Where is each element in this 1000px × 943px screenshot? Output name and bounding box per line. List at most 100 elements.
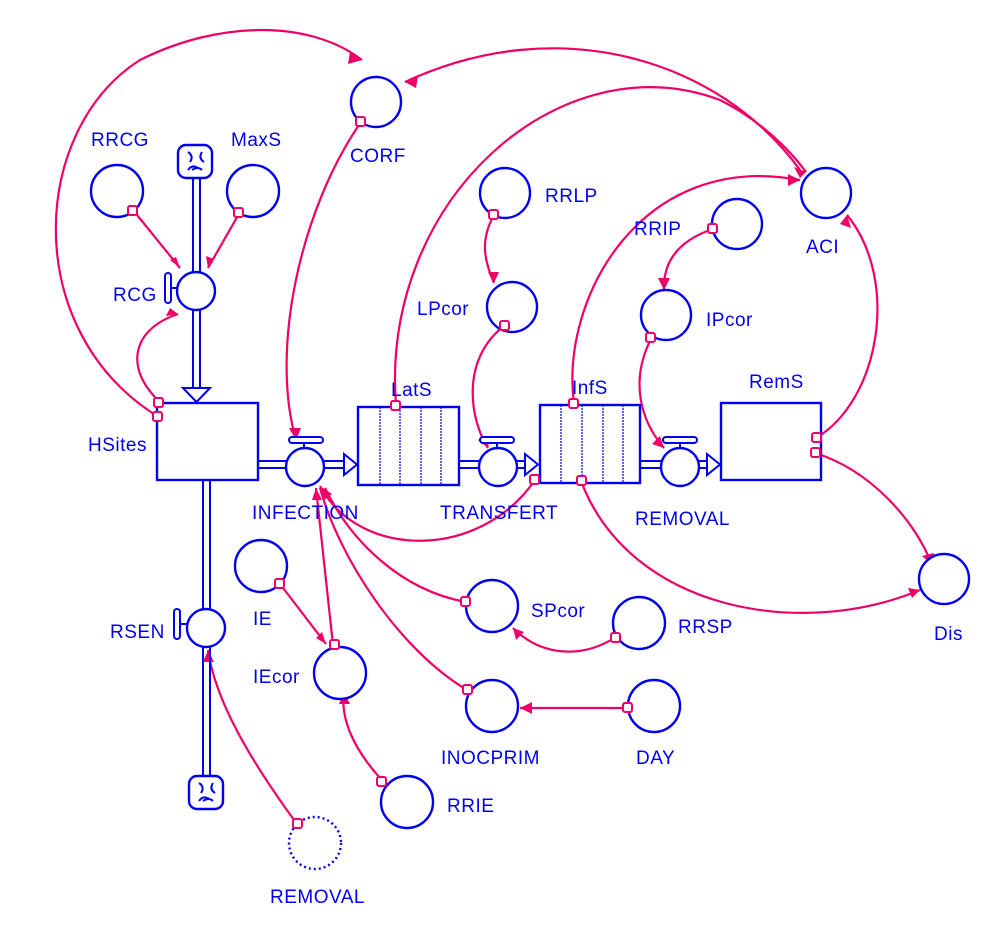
pipe-infection-arrow <box>343 451 359 478</box>
flow-label: REMOVAL <box>635 509 730 530</box>
stock-lats[interactable]: LatS <box>356 380 461 487</box>
arrowhead <box>658 278 670 290</box>
stock-infs[interactable]: InfS <box>538 378 642 485</box>
connector-tail <box>355 116 366 127</box>
arrowhead <box>203 650 214 662</box>
converter-label: RRIE <box>447 796 494 817</box>
connector-tail <box>376 776 387 787</box>
converter-ie[interactable]: IE <box>233 538 289 630</box>
arrowhead <box>652 436 664 448</box>
connector-tail <box>390 400 401 411</box>
converter-inocprim[interactable]: INOCPRIM <box>441 678 540 769</box>
flow-infection[interactable]: INFECTION <box>252 436 359 524</box>
converter-maxs[interactable]: MaxS <box>225 130 282 219</box>
converter-rrlp[interactable]: RRLP <box>478 166 598 220</box>
arrowhead <box>794 167 806 178</box>
stock-hsites[interactable]: HSites <box>88 401 260 482</box>
flow-rsen[interactable]: RSEN <box>110 607 227 649</box>
arrowhead <box>170 257 180 268</box>
pipe-removal-arrow <box>706 451 722 478</box>
arrowhead <box>166 308 178 316</box>
connector-ie-iecor[interactable] <box>279 583 327 645</box>
converter-rrip[interactable]: RRIP <box>634 197 764 251</box>
arrowhead <box>908 588 920 598</box>
connector-maxs-rcg[interactable] <box>207 211 241 269</box>
connector-spcor-infection[interactable] <box>324 487 467 604</box>
converter-label: LPcor <box>417 299 469 320</box>
connector-infs-infection[interactable] <box>319 479 536 542</box>
stock-rems[interactable]: RemS <box>719 372 823 482</box>
connector-removal-rsen[interactable] <box>206 649 298 825</box>
converter-aci[interactable]: ACI <box>799 166 853 258</box>
connector-tail <box>610 632 621 643</box>
connector-tail <box>488 209 499 220</box>
converter-day[interactable]: DAY <box>626 678 682 769</box>
connector-tail <box>460 596 471 607</box>
flow-label: TRANSFERT <box>440 503 558 524</box>
connector-tail <box>274 578 285 589</box>
cloud-icon <box>176 143 214 180</box>
cloud-icon <box>187 774 225 811</box>
connector-tail <box>811 432 822 443</box>
flow-rcg[interactable]: RCG <box>113 270 217 312</box>
converter-iecor[interactable]: IEcor <box>253 645 368 701</box>
connector-tail <box>153 397 164 408</box>
connector-rrcg-rcg[interactable] <box>132 209 181 269</box>
converter-label: SPcor <box>531 601 585 622</box>
arrowhead <box>289 428 301 440</box>
converter-corf[interactable]: CORF <box>349 75 406 167</box>
connector-lpcor-transfert[interactable] <box>471 325 505 449</box>
arrowhead <box>316 632 326 644</box>
converter-label: INOCPRIM <box>441 748 540 769</box>
converter-dis[interactable]: Dis <box>917 552 971 645</box>
connector-hsites-corf[interactable] <box>54 28 363 417</box>
converter-ipcor[interactable]: IPcor <box>639 288 753 342</box>
connector-rems-aci[interactable] <box>815 214 879 439</box>
converter-label: IPcor <box>706 310 753 331</box>
converter-removal-ghost[interactable]: REMOVAL <box>270 815 365 908</box>
sink-cloud <box>187 774 225 811</box>
connector-rems-dis[interactable] <box>814 451 934 566</box>
converter-label: ACI <box>806 237 839 258</box>
converter-spcor[interactable]: SPcor <box>464 578 585 634</box>
connector-tails <box>127 116 822 829</box>
connector-ipcor-removal[interactable] <box>638 338 665 449</box>
converter-rrie[interactable]: RRIE <box>379 774 494 830</box>
connector-tail <box>645 332 656 343</box>
connector-tail <box>152 411 163 422</box>
connector-tail <box>127 205 138 216</box>
connector-infs-dis[interactable] <box>579 480 921 614</box>
converter-label: REMOVAL <box>270 887 365 908</box>
converter-rrsp[interactable]: RRSP <box>611 595 733 651</box>
arrowhead <box>788 174 800 186</box>
flow-removal[interactable]: REMOVAL <box>635 436 730 530</box>
connector-iecor-infection[interactable] <box>314 487 335 646</box>
connector-hsites-rcg[interactable] <box>136 312 179 403</box>
arrowhead <box>312 488 322 500</box>
connector-inocprim-infection[interactable] <box>318 487 468 691</box>
flow-label: RSEN <box>110 622 165 643</box>
pipe-rcg-arrow <box>180 387 213 404</box>
converter-rrcg[interactable]: RRCG <box>89 130 149 219</box>
converter-label: DAY <box>636 748 675 769</box>
connector-rrsp-spcor[interactable] <box>512 627 617 653</box>
connector-tail <box>622 702 633 713</box>
connector-tail <box>707 223 718 234</box>
converter-label: IE <box>253 609 272 630</box>
connector-aci-corf[interactable] <box>404 47 801 171</box>
converter-lpcor[interactable]: LPcor <box>417 280 539 334</box>
arrowhead <box>348 52 362 64</box>
connector-corf-infection[interactable] <box>285 121 362 441</box>
flow-transfert[interactable]: TRANSFERT <box>440 436 558 524</box>
pipe-transfert-arrow <box>524 451 540 478</box>
arrowhead <box>513 628 524 640</box>
connector-tail <box>329 639 340 650</box>
connector-rrie-iecor[interactable] <box>342 691 381 779</box>
converter-label: MaxS <box>231 130 282 151</box>
converter-label: RRCG <box>91 130 149 151</box>
connector-tail <box>568 398 579 409</box>
connector-lats-aci[interactable] <box>393 86 807 406</box>
connector-infs-aci[interactable] <box>571 175 801 404</box>
converter-label: RRIP <box>634 219 681 240</box>
